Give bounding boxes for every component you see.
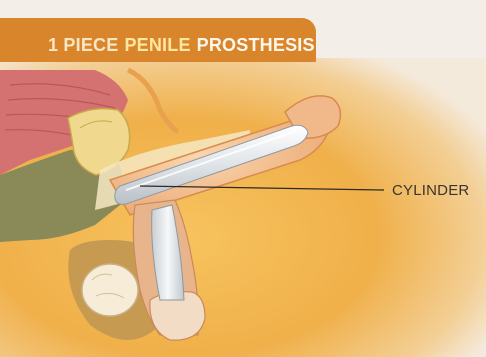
testicle — [82, 264, 138, 316]
title-part1: PENILE — [124, 35, 190, 55]
title-number: 1 PIECE — [48, 35, 118, 55]
diagram-title: 1 PIECE PENILE PROSTHESIS — [48, 35, 315, 56]
title-part2: PROSTHESIS — [197, 35, 315, 55]
cylinder-label: CYLINDER — [392, 182, 469, 199]
